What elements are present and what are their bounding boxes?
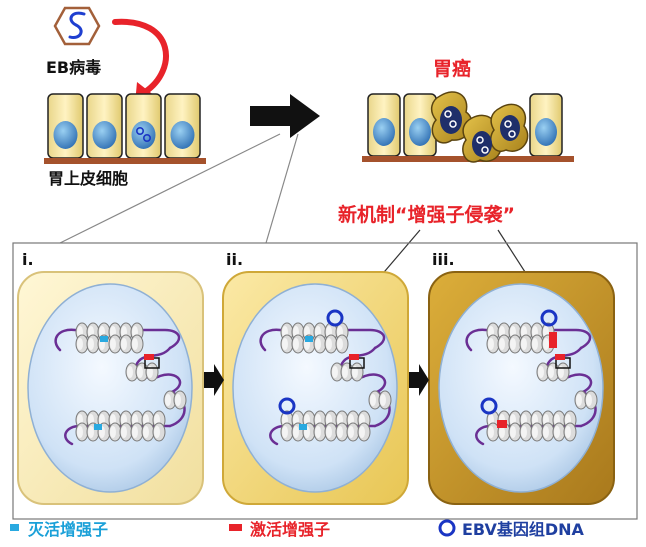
legend-inactive-label: 灭活增强子 xyxy=(27,520,108,539)
nucleosome xyxy=(280,334,294,354)
epithelial-label: 胃上皮细胞 xyxy=(48,169,128,188)
ebv-dna-icon xyxy=(480,397,498,415)
chromatin-panel-i xyxy=(54,322,187,446)
nucleosome xyxy=(541,422,555,442)
arrow-ii-to-iii xyxy=(409,364,429,396)
nucleosome xyxy=(119,334,133,354)
legend-ebv-label: EBV基因组DNA xyxy=(462,520,585,539)
nucleosome xyxy=(378,390,392,410)
inactive-enhancer xyxy=(100,336,108,342)
ebv-dna-icon xyxy=(278,397,296,415)
ebv-dna-icon xyxy=(540,309,558,327)
nucleosome xyxy=(119,422,133,442)
mechanism-label: 新机制“增强子侵袭” xyxy=(338,203,515,226)
active-enhancer xyxy=(555,354,565,360)
nucleosome xyxy=(508,422,522,442)
nucleosome xyxy=(552,422,566,442)
epithelial-cells xyxy=(44,93,206,164)
nucleosome xyxy=(584,390,598,410)
nucleosome xyxy=(75,422,89,442)
cancer-cells xyxy=(362,91,574,163)
nucleosome xyxy=(350,362,364,382)
nucleosome xyxy=(152,422,166,442)
virus-hexagon-icon xyxy=(53,6,101,46)
nucleosome xyxy=(173,390,187,410)
panel-i-cell xyxy=(17,271,204,505)
nucleosome xyxy=(141,422,155,442)
nucleosome xyxy=(335,334,349,354)
cancer-label: 胃癌 xyxy=(433,57,471,80)
inactive-enhancer xyxy=(94,424,102,430)
active-enhancer xyxy=(497,420,507,428)
zoom-line-right xyxy=(265,133,299,244)
nucleosome xyxy=(108,422,122,442)
panel-label-iii: iii. xyxy=(432,250,455,269)
nucleosome xyxy=(519,422,533,442)
active-enhancer xyxy=(144,354,154,360)
nucleosome xyxy=(486,334,500,354)
active-enhancer xyxy=(549,332,557,348)
nucleosome xyxy=(130,422,144,442)
legend-active-label: 激活增强子 xyxy=(250,520,330,539)
nucleosome xyxy=(145,362,159,382)
panel-iii-cell xyxy=(428,271,615,505)
nucleosome xyxy=(313,422,327,442)
chromatin-panel-ii xyxy=(259,309,392,446)
nucleosome xyxy=(280,422,294,442)
arrow-i-to-ii xyxy=(204,364,224,396)
inactive-enhancer xyxy=(299,424,307,430)
nucleosome xyxy=(556,362,570,382)
nucleosome xyxy=(324,334,338,354)
nucleosome xyxy=(108,334,122,354)
nucleosome xyxy=(324,422,338,442)
nucleosome xyxy=(508,334,522,354)
panel-ii-cell xyxy=(222,271,409,505)
nucleosome xyxy=(530,334,544,354)
chromatin-panel-iii xyxy=(465,309,598,446)
inactive-enhancer xyxy=(305,336,313,342)
panel-label-i: i. xyxy=(22,250,34,269)
nucleosome xyxy=(130,334,144,354)
nucleosome xyxy=(563,422,577,442)
legend-ebv-icon xyxy=(438,519,456,537)
nucleosome xyxy=(75,334,89,354)
legend-active-swatch xyxy=(229,524,242,531)
nucleosome xyxy=(530,422,544,442)
nucleosome xyxy=(291,334,305,354)
zoom-line-left xyxy=(59,133,281,244)
nucleosome xyxy=(519,334,533,354)
infection-arrow xyxy=(112,18,169,104)
nucleosome xyxy=(335,422,349,442)
nucleosome xyxy=(313,334,327,354)
virus-label: EB病毒 xyxy=(46,58,101,77)
detail-frame xyxy=(12,242,638,520)
panel-label-ii: ii. xyxy=(226,250,243,269)
ebv-dna-icon xyxy=(326,309,344,327)
legend-inactive-swatch xyxy=(10,524,19,531)
nucleosome xyxy=(497,334,511,354)
progression-arrow xyxy=(250,94,320,138)
nucleosome xyxy=(86,334,100,354)
nucleosome xyxy=(357,422,371,442)
nucleosome xyxy=(346,422,360,442)
active-enhancer xyxy=(349,354,359,360)
